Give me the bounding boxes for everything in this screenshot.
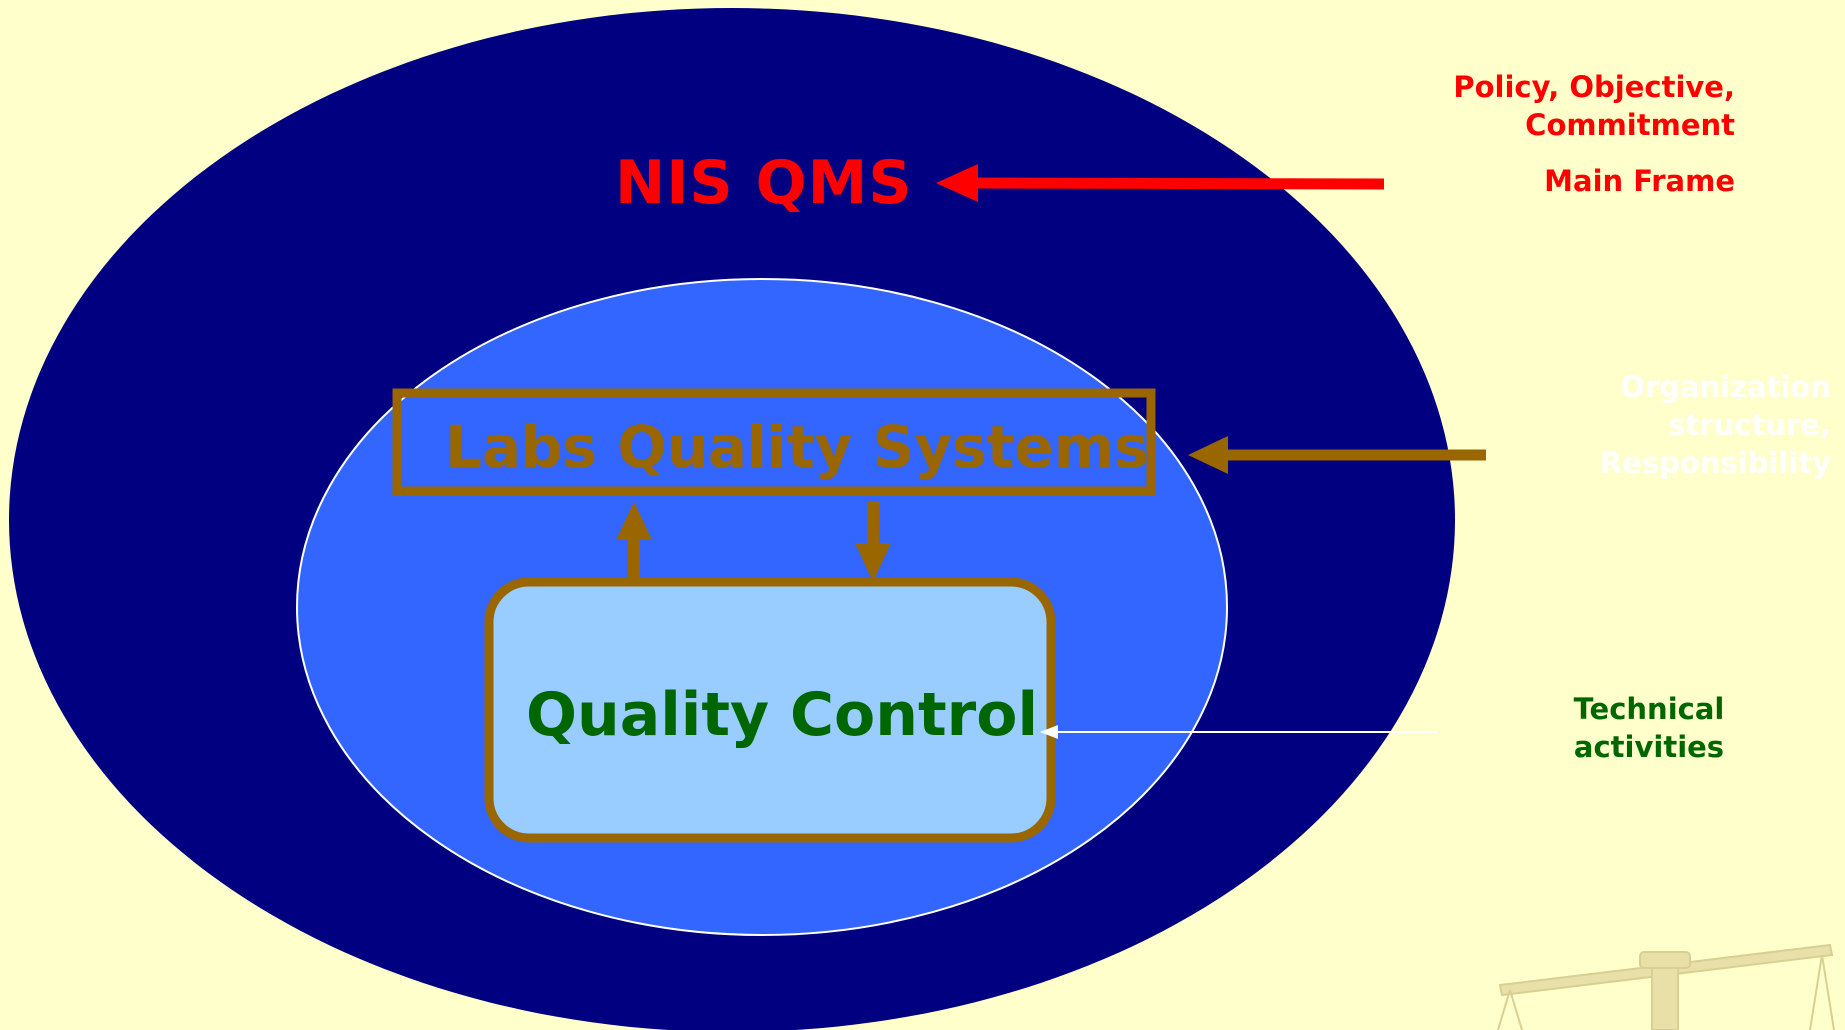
qc-arrow (1040, 725, 1437, 739)
organization-structure-label: Organization structure, Responsibility (1599, 370, 1831, 480)
quality-control-label: Quality Control (526, 680, 1039, 750)
policy-objective-label: Policy, Objective, Commitment (1453, 70, 1735, 142)
technical-activities-label: Technical activities (1573, 692, 1725, 764)
balance-scale-icon (1497, 943, 1835, 1030)
qc-box (484, 577, 1056, 843)
main-frame-label: Main Frame (1544, 164, 1735, 198)
nis-arrow (936, 164, 1385, 202)
labs-arrow (1188, 436, 1486, 474)
labs-frame (392, 388, 1156, 496)
up-arrow (616, 502, 652, 582)
down-arrow (855, 502, 891, 582)
nis-qms-label: NIS QMS (615, 148, 913, 218)
labs-quality-systems-label: Labs Quality Systems (445, 413, 1149, 481)
